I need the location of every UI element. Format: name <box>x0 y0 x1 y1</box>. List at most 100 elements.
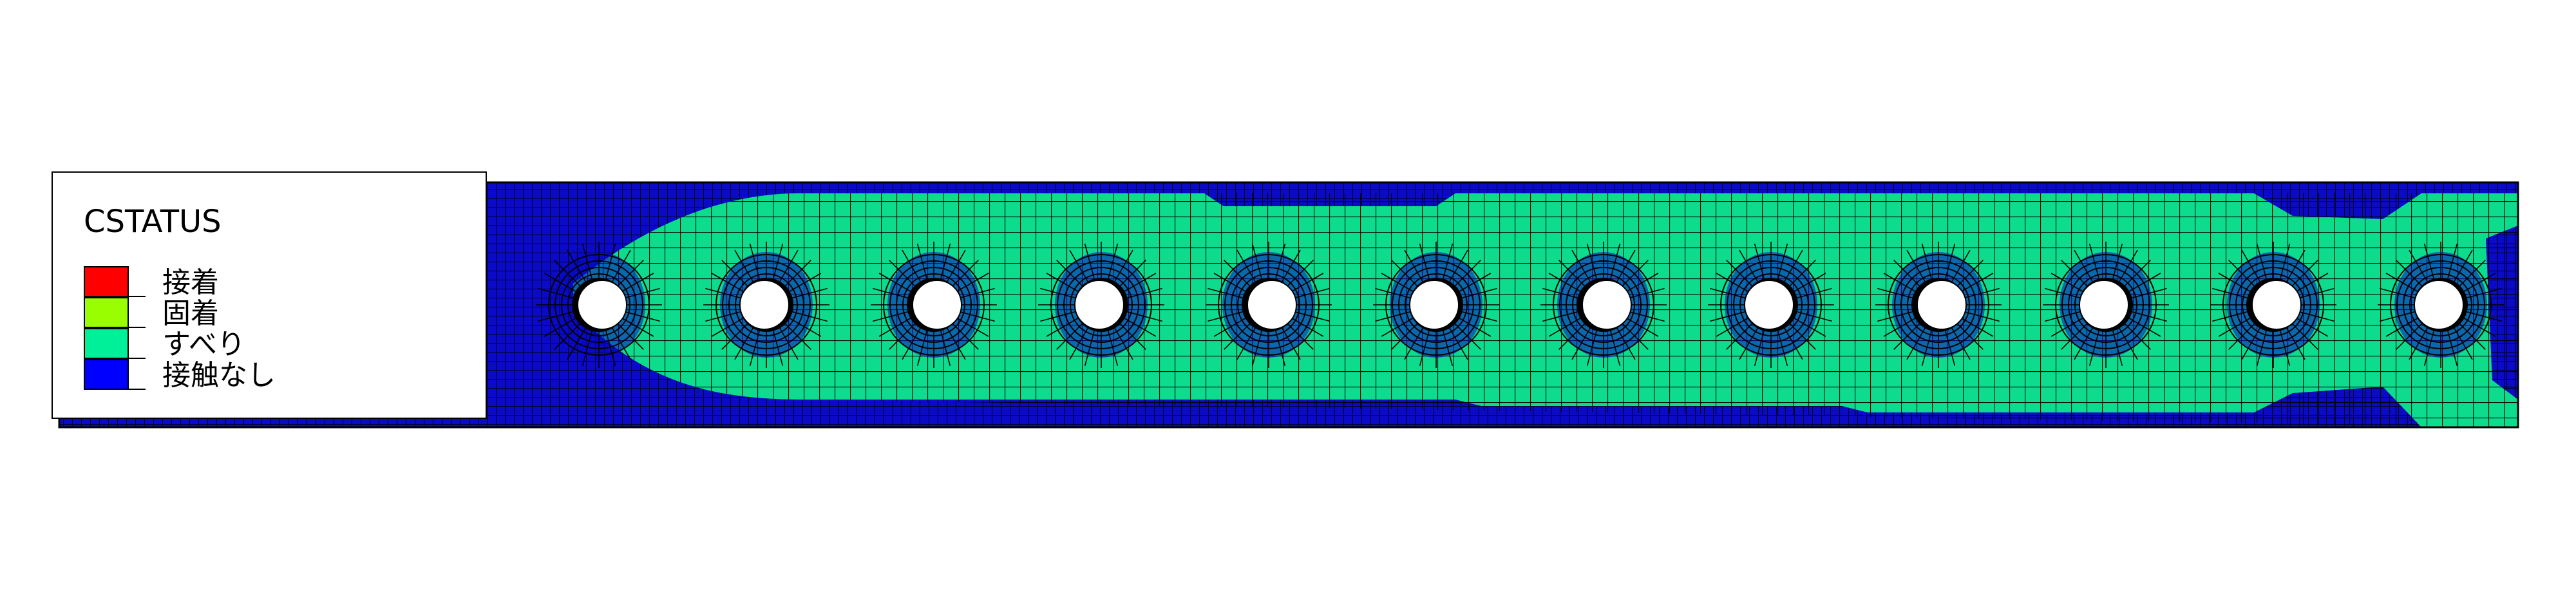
hole-mesh-spoke <box>790 311 828 322</box>
hole-mesh-spoke <box>1224 322 1252 350</box>
hole-mesh-spoke <box>1040 311 1078 322</box>
hole-mesh-spoke <box>544 316 578 337</box>
hole-opening <box>1917 280 1967 330</box>
legend-item-slip: すべり <box>84 328 470 361</box>
hole-mesh-spoke <box>1289 273 1324 293</box>
hole-mesh-spoke <box>1794 287 1832 299</box>
hole-mesh-spoke <box>2290 322 2318 350</box>
hole-mesh-spoke <box>2123 260 2151 288</box>
hole-mesh-spoke <box>2279 244 2291 282</box>
hole-mesh-spoke <box>1710 311 1748 322</box>
hole-mesh-spoke <box>2380 287 2418 299</box>
hole-mesh-spoke <box>2112 328 2123 366</box>
hole-mesh-spoke <box>916 328 928 366</box>
hole-mesh-spoke <box>1542 287 1580 299</box>
hole-mesh-spoke <box>1777 244 1788 282</box>
hole-mesh-spoke <box>2290 260 2318 288</box>
hole-mesh-spoke <box>2256 328 2268 366</box>
hole-mesh-spoke <box>2385 316 2420 337</box>
hole-mesh-spoke <box>711 273 746 293</box>
legend-label: すべり <box>162 328 245 361</box>
hole-mesh-spoke <box>2228 322 2257 350</box>
hole-mesh-spoke <box>1113 325 1133 360</box>
hole-mesh-spoke <box>1627 287 1665 299</box>
hole-mesh-spoke <box>1236 249 1257 284</box>
hole-mesh-spoke <box>940 244 951 282</box>
hole-mesh-spoke <box>1921 328 1933 366</box>
hole-mesh-spoke <box>1442 328 1454 366</box>
hole-mesh-spoke <box>2050 273 2085 293</box>
bolt-hole <box>1540 242 1667 368</box>
hole-mesh-spoke <box>567 249 587 284</box>
hole-mesh-spoke <box>2112 244 2123 282</box>
hole-mesh-spoke <box>1419 328 1430 366</box>
hole-mesh-spoke <box>1739 325 1759 360</box>
hole-mesh-spoke <box>1107 328 1119 366</box>
hole-mesh-spoke <box>2088 244 2100 282</box>
hole-mesh-spoke <box>1950 325 1971 360</box>
hole-mesh-spoke <box>1459 311 1497 322</box>
hole-mesh-spoke <box>2212 311 2250 322</box>
hole-mesh-spoke <box>538 311 576 322</box>
hole-mesh-spoke <box>1285 322 1314 350</box>
hole-mesh-spoke <box>1381 273 1416 293</box>
hole-mesh-spoke <box>778 249 799 284</box>
hole-mesh-spoke <box>749 244 761 282</box>
legend-item-stick: 固着 <box>84 297 470 329</box>
hole-mesh-spoke <box>783 260 811 288</box>
hole-mesh-spoke <box>1726 260 1754 288</box>
hole-mesh-spoke <box>1548 273 1583 293</box>
hole-mesh-spoke <box>1208 287 1245 299</box>
hole-mesh-spoke <box>622 287 660 299</box>
hole-mesh-spoke <box>945 249 966 284</box>
hole-mesh-spoke <box>1375 311 1413 322</box>
hole-mesh-spoke <box>2129 287 2167 299</box>
hole-mesh-spoke <box>705 287 743 299</box>
bolt-hole <box>2043 242 2169 368</box>
hole-mesh-spoke <box>721 322 750 350</box>
legend-label: 接触なし <box>162 359 276 392</box>
hole-mesh-spoke <box>554 260 582 288</box>
hole-mesh-spoke <box>790 287 828 299</box>
hole-mesh-spoke <box>2423 328 2435 366</box>
hole-mesh-spoke <box>1069 325 1090 360</box>
hole-mesh-spoke <box>1056 322 1084 350</box>
hole-mesh-spoke <box>1558 260 1587 288</box>
hole-mesh-spoke <box>902 249 922 284</box>
hole-mesh-spoke <box>2228 260 2257 288</box>
hole-mesh-spoke <box>2241 325 2262 360</box>
hole-mesh-spoke <box>1056 260 1084 288</box>
hole-mesh-spoke <box>889 322 917 350</box>
hole-mesh-spoke <box>957 287 995 299</box>
hole-mesh-spoke <box>2117 325 2138 360</box>
hole-mesh-spoke <box>611 249 631 284</box>
hole-mesh-spoke <box>2285 325 2306 360</box>
hole-mesh-spoke <box>1040 287 1078 299</box>
hole-mesh-spoke <box>787 316 822 337</box>
hole-mesh-spoke <box>951 260 979 288</box>
legend-tick <box>129 296 146 297</box>
legend-tick <box>129 358 146 359</box>
hole-mesh-spoke <box>916 244 928 282</box>
hole-mesh-spoke <box>1620 260 1649 288</box>
hole-mesh-spoke <box>1777 328 1788 366</box>
hole-mesh-spoke <box>1084 328 1095 366</box>
hole-mesh-spoke <box>2279 328 2291 366</box>
hole-mesh-spoke <box>1893 260 1922 288</box>
hole-mesh-spoke <box>1289 316 1324 337</box>
hole-mesh-spoke <box>1906 325 1927 360</box>
hole-mesh-spoke <box>2050 316 2085 337</box>
hole-mesh-spoke <box>1716 273 1750 293</box>
hole-mesh-spoke <box>1955 260 1984 288</box>
legend-tick <box>129 389 146 390</box>
hole-mesh-spoke <box>1788 322 1816 350</box>
bolt-hole <box>1708 242 1834 368</box>
hole-mesh-spoke <box>2294 316 2329 337</box>
hole-mesh-spoke <box>554 322 582 350</box>
hole-mesh-spoke <box>2409 325 2429 360</box>
legend-swatch <box>84 297 129 328</box>
hole-opening <box>2414 280 2464 330</box>
hole-mesh-spoke <box>1877 287 1915 299</box>
hole-mesh-spoke <box>1783 249 1803 284</box>
hole-mesh-spoke <box>1404 249 1425 284</box>
